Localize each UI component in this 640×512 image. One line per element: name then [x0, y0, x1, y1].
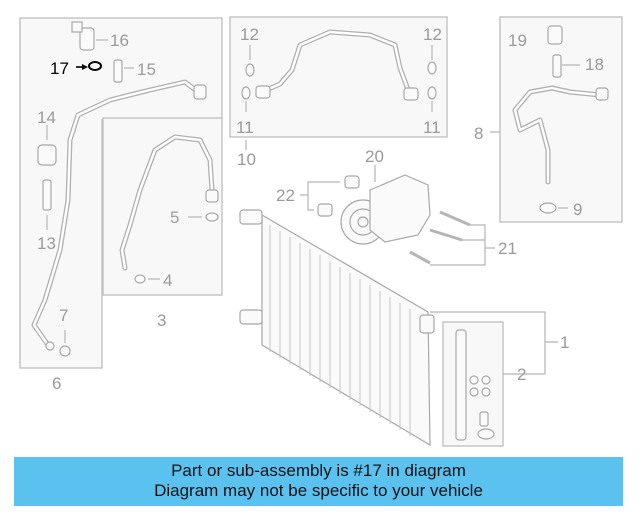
part-21-bolts [409, 210, 495, 266]
callout-16: 16 [110, 31, 129, 50]
part-13-valve-core [42, 179, 52, 230]
banner-line-2: Diagram may not be specific to your vehi… [154, 481, 483, 500]
info-banner: Part or sub-assembly is #17 in diagram D… [14, 457, 623, 506]
assembly-box-8 [490, 16, 623, 223]
callout-10: 10 [237, 150, 256, 169]
callout-21: 21 [498, 239, 517, 258]
part-16-sensor [71, 21, 108, 51]
callout-17-highlight: 17 [50, 59, 69, 78]
callout-7: 7 [59, 306, 68, 325]
callout-12-right: 12 [423, 25, 442, 44]
banner-line-1: Part or sub-assembly is #17 in diagram [171, 461, 466, 480]
part-17-o-ring [76, 61, 102, 71]
callout-5: 5 [170, 208, 179, 227]
assembly-box-3 [102, 117, 223, 296]
callout-2: 2 [517, 365, 526, 384]
assembly-box-10 [229, 16, 448, 150]
callout-13: 13 [37, 234, 56, 253]
callout-8: 8 [474, 124, 483, 143]
part-15-valve [113, 59, 134, 83]
part-2-receiver-drier [442, 321, 546, 447]
callout-4: 4 [163, 271, 172, 290]
callout-22: 22 [276, 186, 295, 205]
callout-9: 9 [573, 200, 582, 219]
callout-15: 15 [137, 60, 156, 79]
callout-12-left: 12 [240, 25, 259, 44]
callout-11-right: 11 [423, 118, 441, 137]
callout-18: 18 [585, 55, 604, 74]
assembly-box-6 [19, 17, 223, 369]
part-7-o-ring [59, 330, 71, 357]
part-1-condenser [239, 209, 558, 447]
callout-1: 1 [560, 333, 569, 352]
callout-19: 19 [508, 31, 527, 50]
part-14-cap [37, 125, 57, 166]
part-20-compressor [340, 165, 431, 245]
callout-3: 3 [157, 311, 166, 330]
callout-labels: 16 17 15 14 13 7 6 5 4 3 12 12 11 11 10 … [37, 25, 604, 393]
callout-20: 20 [365, 147, 384, 166]
callout-6: 6 [52, 374, 61, 393]
part-22-bushings [300, 175, 360, 217]
callout-11-left: 11 [236, 118, 254, 137]
callout-14: 14 [37, 108, 56, 127]
